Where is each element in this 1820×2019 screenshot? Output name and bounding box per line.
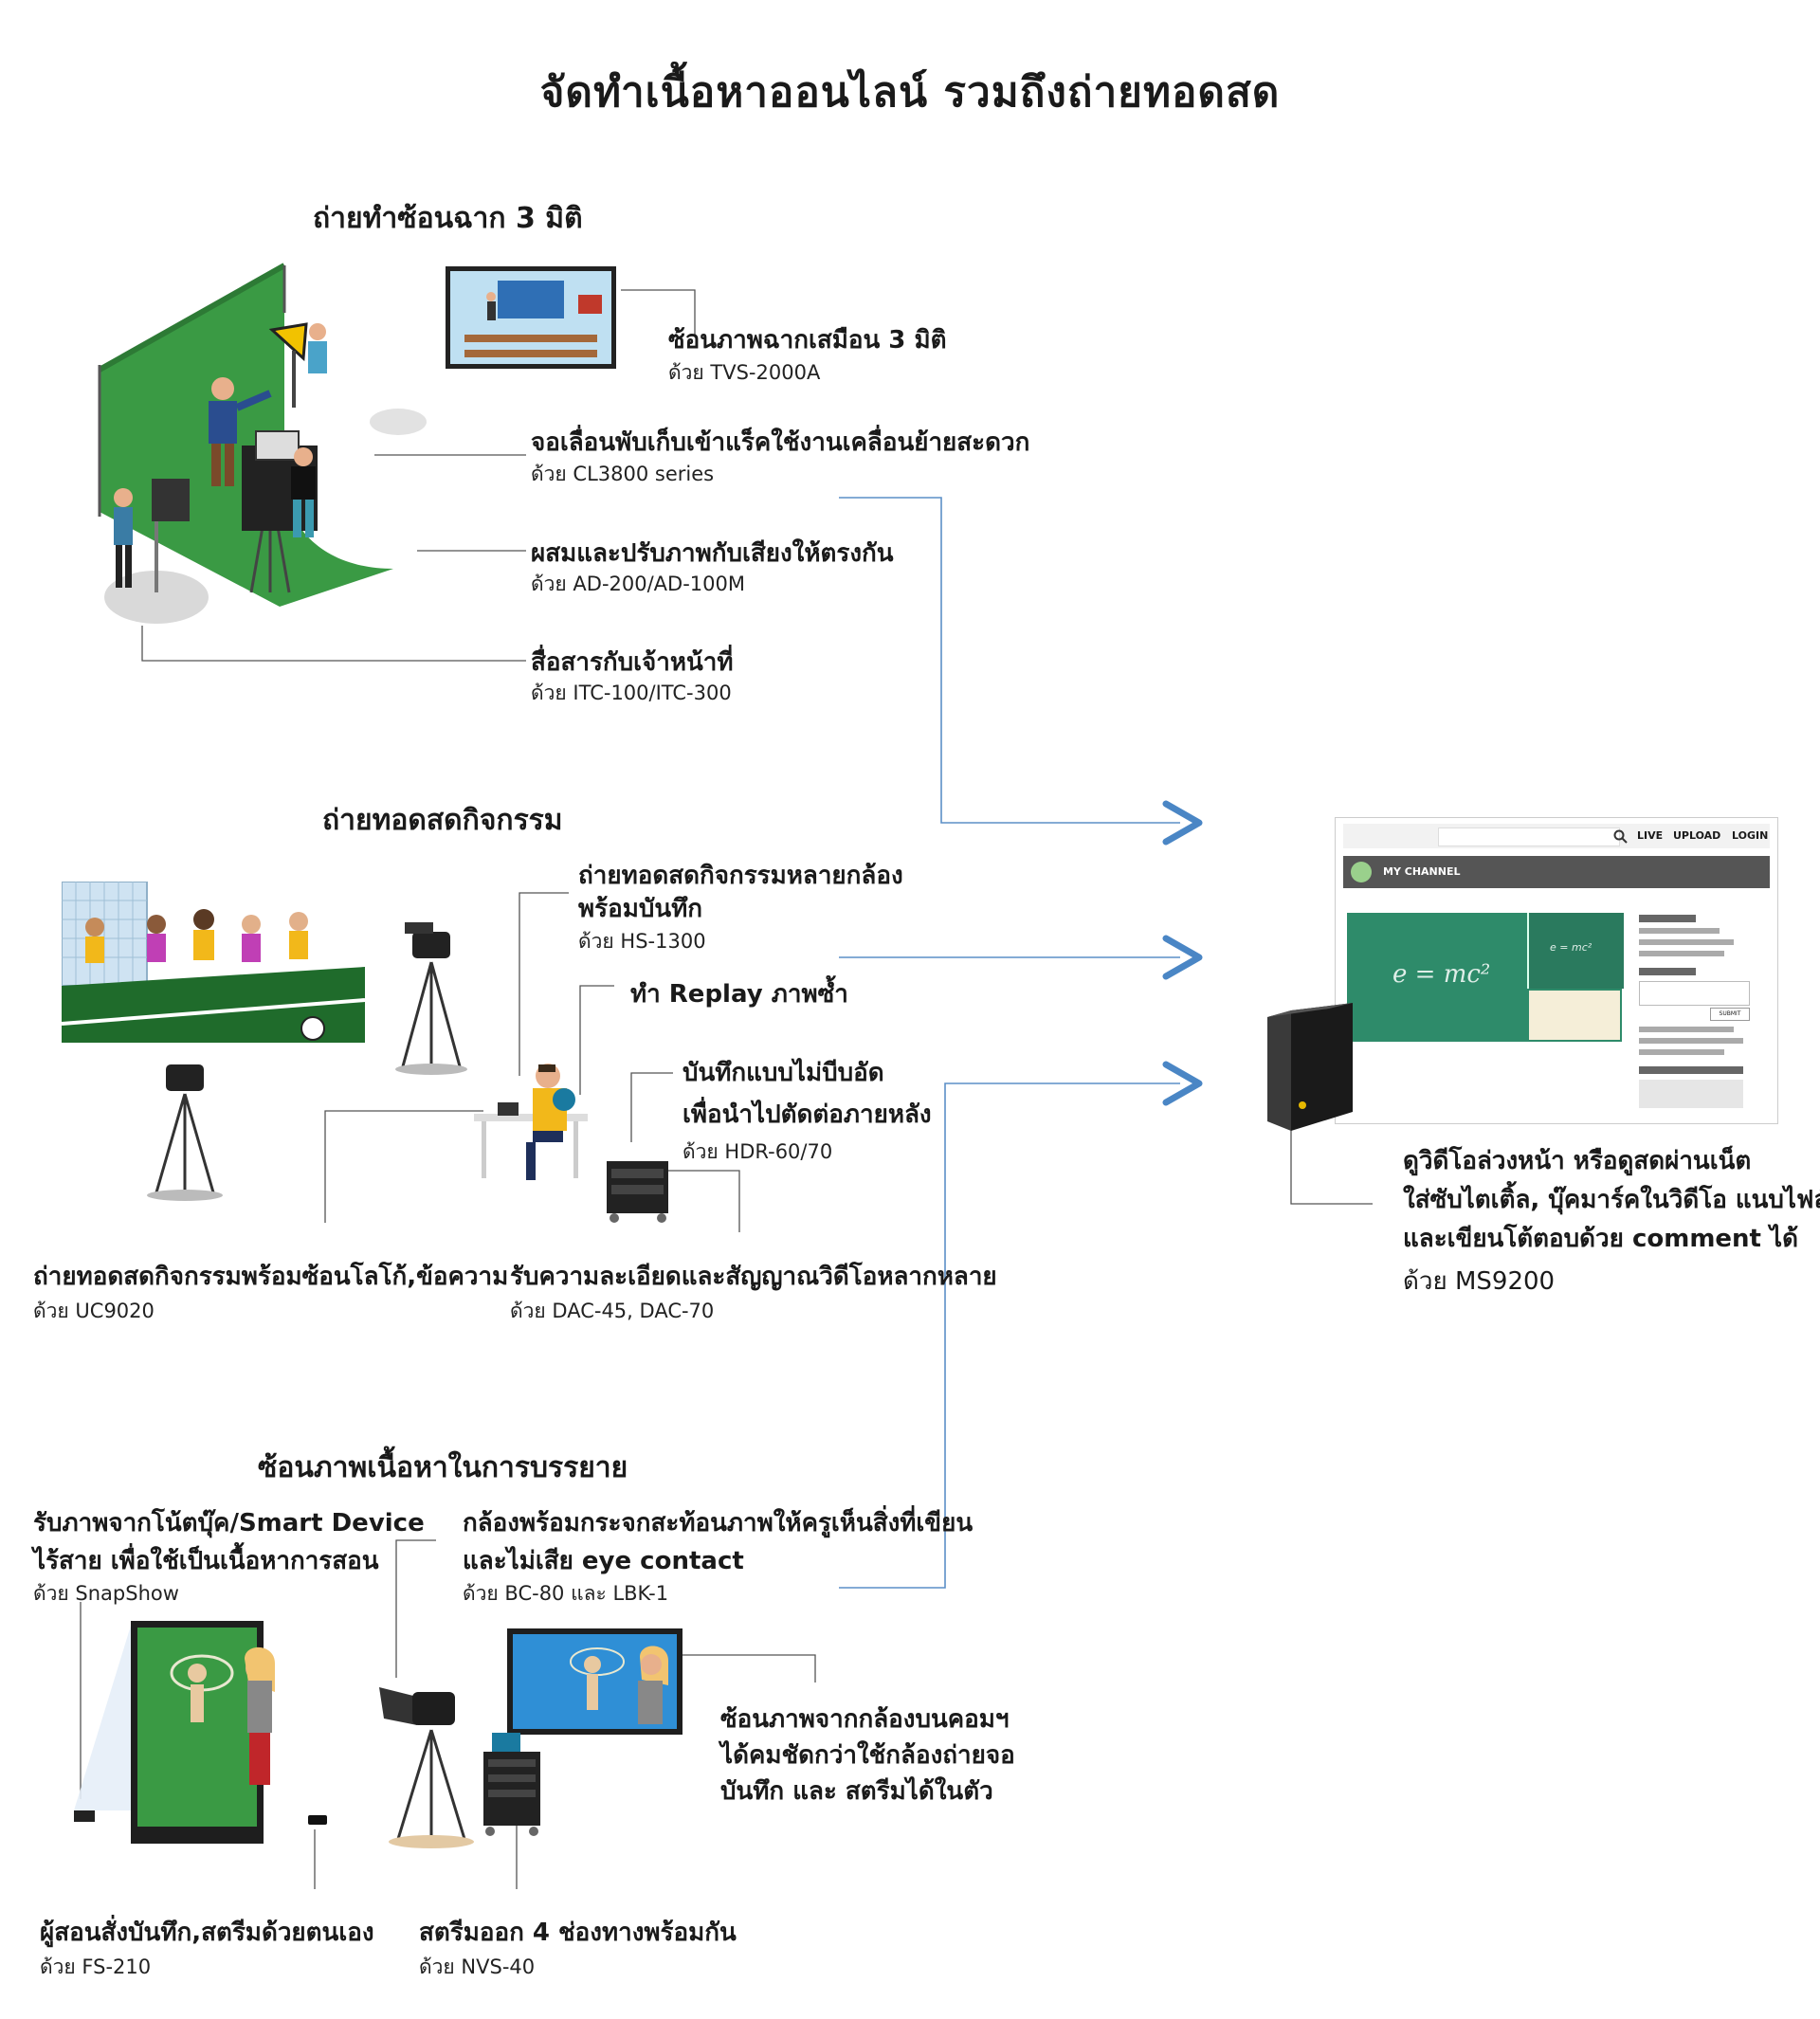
label-fs210: ผู้สอนสั่งบันทึก,สตรีมด้วยตนเอง — [40, 1919, 374, 1947]
camera-tripod-2 — [147, 1064, 223, 1201]
leader-itc — [141, 626, 526, 662]
label-cl3800: จอเลื่อนพับเก็บเข้าแร็คใช้งานเคลื่อนย้าย… — [531, 428, 1030, 457]
product-tvs: ด้วย TVS-2000A — [668, 361, 821, 384]
page-title: จัดทำเนื้อหาออนไลน์ รวมถึงถ่ายทอดสด — [539, 68, 1281, 117]
soccer-illustration — [62, 882, 365, 1043]
student-grid — [1529, 991, 1620, 1040]
leader-hs1300 — [519, 892, 569, 1076]
nav-live[interactable]: LIVE — [1637, 829, 1664, 842]
web-top-bar: LIVE UPLOAD LOGIN — [1343, 824, 1770, 848]
formula: e = mc² — [1392, 960, 1491, 989]
label-ad200: ผสมและปรับภาพกับเสียงให้ตรงกัน — [531, 539, 894, 568]
section-heading-live-event: ถ่ายทอดสดกิจกรรม — [322, 804, 563, 837]
label-hs1300-line2: พร้อมบันทึก — [578, 895, 703, 923]
channel-bar: MY CHANNEL — [1343, 856, 1770, 888]
label-camera-pc-line2: ได้คมชัดกว่าใช้กล้องถ่ายจอ — [720, 1741, 1015, 1770]
arrow-3 — [1162, 1061, 1203, 1106]
sidebar-line — [1639, 1027, 1734, 1032]
label-camera-pc-line1: ซ้อนภาพจากกล้องบนคอมฯ — [720, 1705, 1010, 1734]
label-tvs: ซ้อนภาพฉากเสมือน 3 มิติ — [668, 326, 947, 355]
section-heading-lecture: ซ้อนภาพเนื้อหาในการบรรยาย — [258, 1451, 628, 1484]
green-screen — [100, 265, 393, 607]
live-control-desk — [474, 1064, 668, 1223]
sidebar-line — [1639, 928, 1720, 934]
output-line1: ดูวิดีโอล่วงหน้า หรือดูสดผ่านเน็ต — [1403, 1147, 1752, 1175]
label-dac: รับความละเอียดและสัญญาณวิดีโอหลากหลาย — [510, 1263, 997, 1291]
virtual-set-screen — [446, 266, 616, 369]
sidebar-line — [1639, 939, 1734, 945]
label-bc80-line1: กล้องพร้อมกระจกสะท้อนภาพให้ครูเห็นสิ่งที… — [463, 1509, 974, 1537]
leader-tvs — [621, 289, 696, 336]
output-line3: และเขียนโต้ตอบด้วย comment ได้ — [1403, 1225, 1798, 1253]
product-hdr: ด้วย HDR-60/70 — [682, 1140, 833, 1163]
arrow-2 — [1162, 935, 1203, 980]
leader-bc80 — [395, 1539, 436, 1678]
board-illustration — [74, 1621, 275, 1844]
nvs-rack — [483, 1733, 540, 1836]
sidebar-line — [1639, 951, 1724, 956]
output-product: ด้วย MS9200 — [1403, 1267, 1556, 1296]
avatar — [1351, 862, 1372, 882]
web-mockup: LIVE UPLOAD LOGIN MY CHANNEL e = mc² e =… — [1335, 817, 1778, 1124]
label-snapshow-line1: รับภาพจากโน้ตบุ๊ค/Smart Device — [33, 1509, 425, 1537]
composited-screen — [507, 1628, 682, 1735]
search-icon[interactable] — [1613, 829, 1629, 845]
product-hs1300: ด้วย HS-1300 — [578, 930, 706, 953]
product-uc9020: ด้วย UC9020 — [33, 1300, 155, 1322]
nav-login[interactable]: LOGIN — [1732, 829, 1769, 842]
nav-upload[interactable]: UPLOAD — [1673, 829, 1721, 842]
leader-dac — [664, 1170, 740, 1232]
video-player[interactable]: e = mc² e = mc² — [1347, 913, 1624, 1042]
server-tower — [1267, 1003, 1353, 1131]
formula-small: e = mc² — [1550, 941, 1592, 954]
product-nvs40: ด้วย NVS-40 — [419, 1955, 536, 1978]
product-snapshow: ด้วย SnapShow — [33, 1582, 179, 1605]
label-hs1300-line1: ถ่ายทอดสดกิจกรรมหลายกล้อง — [578, 862, 903, 890]
label-itc: สื่อสารกับเจ้าหน้าที่ — [531, 648, 734, 677]
mirror-camera-tripod — [379, 1687, 474, 1848]
label-camera-pc-line3: บันทึก และ สตรีมได้ในตัว — [720, 1777, 993, 1806]
virtual-studio-illustration — [98, 263, 427, 624]
label-replay: ทำ Replay ภาพซ้ำ — [630, 980, 848, 1009]
product-bc80: ด้วย BC-80 และ LBK-1 — [463, 1582, 669, 1605]
output-line2: ใส่ซับไตเติ้ล, บุ๊คมาร์คในวิดีโอ แนบไฟล์ — [1403, 1186, 1820, 1214]
product-itc: ด้วย ITC-100/ITC-300 — [531, 682, 732, 704]
product-cl3800: ด้วย CL3800 series — [531, 463, 715, 485]
sidebar-line — [1639, 1066, 1743, 1074]
players — [85, 909, 308, 963]
submit-button[interactable]: SUBMIT — [1710, 1008, 1750, 1021]
sidebar-line — [1639, 1038, 1743, 1044]
thumbnail-strip — [1639, 1080, 1743, 1108]
foot-switch — [308, 1815, 327, 1825]
arrow-1 — [1162, 800, 1203, 846]
sidebar-line — [1639, 915, 1696, 922]
leader-ms9200 — [1290, 1119, 1373, 1205]
label-hdr-line2: เพื่อนำไปตัดต่อภายหลัง — [682, 1100, 932, 1129]
label-uc9020: ถ่ายทอดสดกิจกรรมพร้อมซ้อนโลโก้,ข้อความ — [33, 1263, 509, 1291]
web-search-input[interactable] — [1438, 828, 1620, 846]
label-hdr-line1: บันทึกแบบไม่บีบอัด — [682, 1059, 884, 1087]
channel-name: MY CHANNEL — [1383, 865, 1461, 878]
label-nvs40: สตรีมออก 4 ช่องทางพร้อมกัน — [419, 1919, 737, 1947]
leader-uc9020 — [324, 1110, 483, 1223]
section-heading-virtual-studio: ถ่ายทำซ้อนฉาก 3 มิติ — [313, 202, 583, 235]
camera-tripod-1 — [395, 922, 467, 1075]
label-bc80-line2: และไม่เสีย eye contact — [463, 1547, 744, 1575]
sidebar-line — [1639, 1049, 1724, 1055]
leader-camera-pc — [678, 1654, 816, 1682]
operator-left — [114, 479, 190, 592]
sidebar-line — [1639, 968, 1696, 975]
flow-line-1 — [839, 497, 1180, 824]
leader-replay — [579, 985, 614, 1095]
leader-hdr — [630, 1072, 673, 1142]
product-ad200: ด้วย AD-200/AD-100M — [531, 573, 745, 595]
label-snapshow-line2: ไร้สาย เพื่อใช้เป็นเนื้อหาการสอน — [33, 1547, 379, 1575]
comment-input[interactable] — [1639, 981, 1750, 1006]
presenter-figure — [209, 377, 272, 486]
flow-line-3 — [839, 1082, 1180, 1589]
product-fs210: ด้วย FS-210 — [40, 1955, 152, 1978]
product-dac: ด้วย DAC-45, DAC-70 — [510, 1300, 715, 1322]
pip-video: e = mc² — [1527, 913, 1624, 989]
